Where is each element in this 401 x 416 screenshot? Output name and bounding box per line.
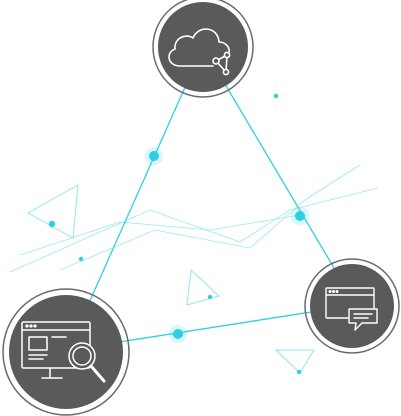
deco-line-2 [59,164,361,271]
deco-triangle-3 [274,349,315,374]
decorative-lines [9,164,379,273]
node-browser-chat[interactable] [304,258,400,354]
deco-triangle-2 [186,268,220,306]
deco-triangle-1 [26,184,79,239]
small-dot [78,256,84,262]
small-dot [273,93,279,99]
deco-line-3 [19,214,301,256]
dot-bottom-edge-core [173,329,183,339]
node-monitor-search[interactable] [2,288,130,416]
node-ring [2,288,130,416]
node-disc [9,295,123,409]
node-cloud[interactable] [152,0,254,98]
cloud-network-icon [168,28,231,76]
deco-line-1 [9,187,379,273]
node-disc [310,264,394,348]
browser-chat-icon [325,287,378,331]
node-disc [158,2,248,92]
small-dot [207,294,213,300]
dot-left-edge-core [149,151,159,161]
edge-dots [145,147,309,343]
small-dot [48,220,56,228]
scatter-dots [48,93,302,375]
node-ring [152,0,254,98]
edge-cloud-to-monitor-search [67,46,204,351]
monitor-search-icon [21,321,106,383]
node-ring [304,258,400,354]
small-dot [296,369,302,375]
dot-right-edge-core [295,211,305,221]
